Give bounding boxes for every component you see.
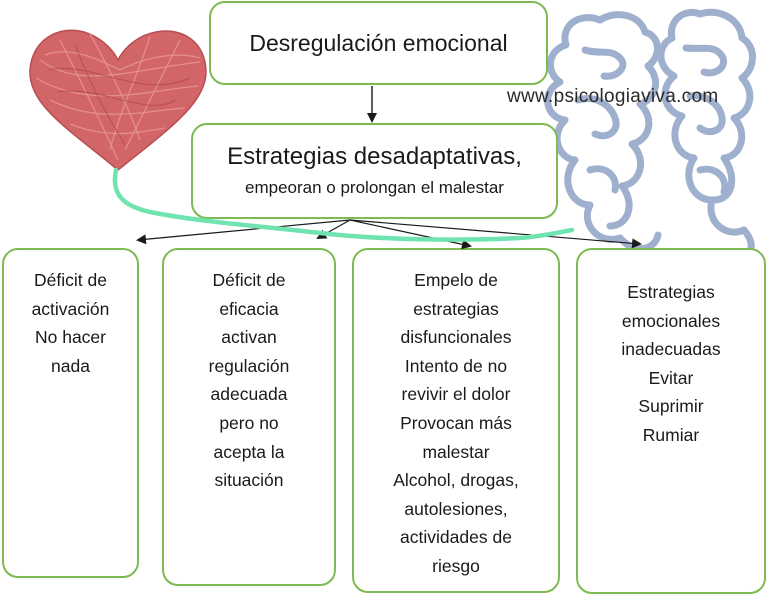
branch-3-line: Alcohol, drogas, [393,470,519,491]
branch-1-line: No hacer [34,327,106,348]
branch-4-line: Evitar [648,367,694,388]
branch-4-line: inadecuadas [621,339,721,360]
branch-4-line: emocionales [621,310,721,331]
branch-3-line: Provocan más [400,412,512,433]
brain-outline-icon [544,8,756,264]
branch-2-line: regulación [208,355,290,376]
branch-3-line: malestar [422,441,490,462]
branch-3-line: riesgo [432,555,480,576]
watermark-text: www.psicologiaviva.com [507,86,719,107]
branch-2-line: eficacia [219,298,279,319]
branch-3-line: disfuncionales [400,327,512,348]
middle-node-subtitle: empeoran o prolongan el malestar [245,178,504,197]
branch-2-line: pero no [219,412,279,433]
middle-node-title: Estrategias desadaptativas, [227,143,522,170]
middle-node-box: Estrategias desadaptativas, empeoran o p… [191,123,558,219]
top-node-label: Desregulación emocional [249,29,508,56]
branch-3-line: Empelo de [414,270,498,290]
branch-1-line: nada [51,355,90,376]
top-node-box: Desregulación emocional [209,1,548,85]
branch-2-line: acepta la [213,441,285,462]
branch-box-1: Déficit de activación No hacer nada [2,248,139,578]
branch-4-line: Rumiar [642,424,700,445]
branch-3-line: Intento de no [404,355,508,376]
yarn-heart-icon [29,29,207,171]
branch-1-line: activación [31,298,110,319]
branch-3-line: estrategias [413,298,499,319]
branch-3-line: autolesiones, [404,498,508,519]
branch-4-line: Estrategias [627,282,715,302]
branch-2-line: Déficit de [212,270,286,290]
branch-3-line: revivir el dolor [401,384,511,405]
branch-2-line: situación [214,470,284,491]
branch-box-2: Déficit de eficacia activan regulación adecu… [162,248,336,586]
branch-1-line: Déficit de [34,270,107,290]
branch-2-line: adecuada [210,384,288,405]
branch-2-line: activan [221,327,277,348]
branch-4-line: Suprimir [638,396,704,417]
branch-3-line: actividades de [400,527,512,548]
